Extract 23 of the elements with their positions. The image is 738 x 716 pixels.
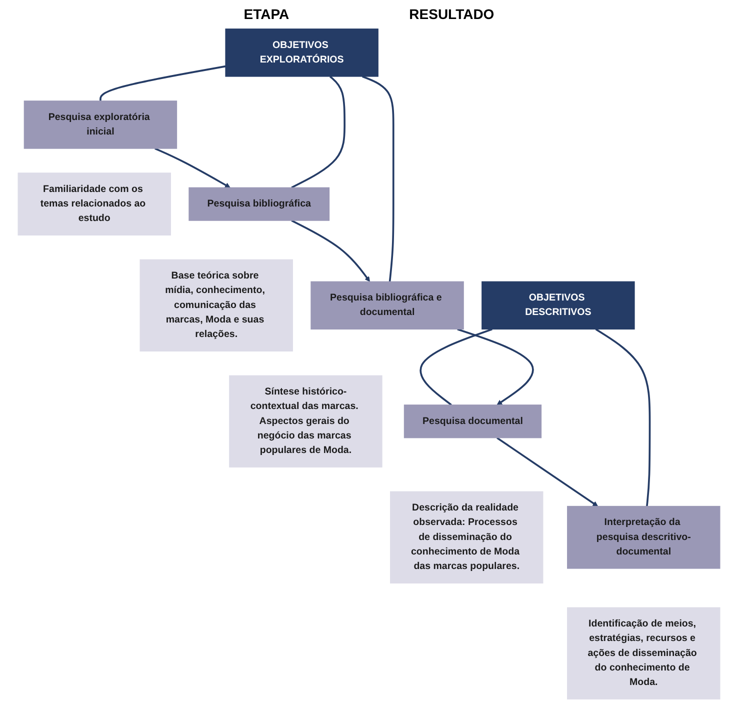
node-box: Identificação de meios, estratégias, recursos e ações de disseminação do conhecimento de Moda. bbox=[567, 607, 720, 700]
column-heading: ETAPA bbox=[244, 6, 290, 22]
arrow bbox=[291, 220, 370, 282]
arrow bbox=[496, 437, 598, 506]
connector bbox=[362, 76, 394, 282]
node-box: OBJETIVOS DESCRITIVOS bbox=[482, 281, 635, 330]
node-box: Familiaridade com os temas relacionados ao estudo bbox=[18, 172, 171, 236]
node-box: Pesquisa exploratória inicial bbox=[24, 100, 178, 149]
connector bbox=[595, 328, 651, 506]
node-box: Base teórica sobre mídia, conhecimento, comunicação das marcas, Moda e suas relações. bbox=[140, 259, 293, 352]
node-box: Pesquisa bibliográfica e documental bbox=[310, 281, 464, 330]
connector bbox=[420, 328, 492, 406]
node-box: Interpretação da pesquisa descritivo-documental bbox=[567, 506, 720, 569]
arrow bbox=[154, 148, 230, 188]
arrow bbox=[457, 328, 534, 406]
node-box: Pesquisa documental bbox=[404, 404, 542, 438]
node-box: Descrição da realidade observada: Processos de disseminação do conhecimento de Moda das marcas populares. bbox=[390, 491, 544, 584]
column-heading: RESULTADO bbox=[409, 6, 494, 22]
connector bbox=[100, 65, 226, 101]
connector bbox=[291, 76, 346, 188]
node-box: OBJETIVOS EXPLORATÓRIOS bbox=[225, 28, 378, 77]
node-box: Pesquisa bibliográfica bbox=[188, 187, 330, 221]
node-box: Síntese histórico-contextual das marcas. Aspectos gerais do negócio das marcas populares de Moda. bbox=[229, 375, 382, 468]
